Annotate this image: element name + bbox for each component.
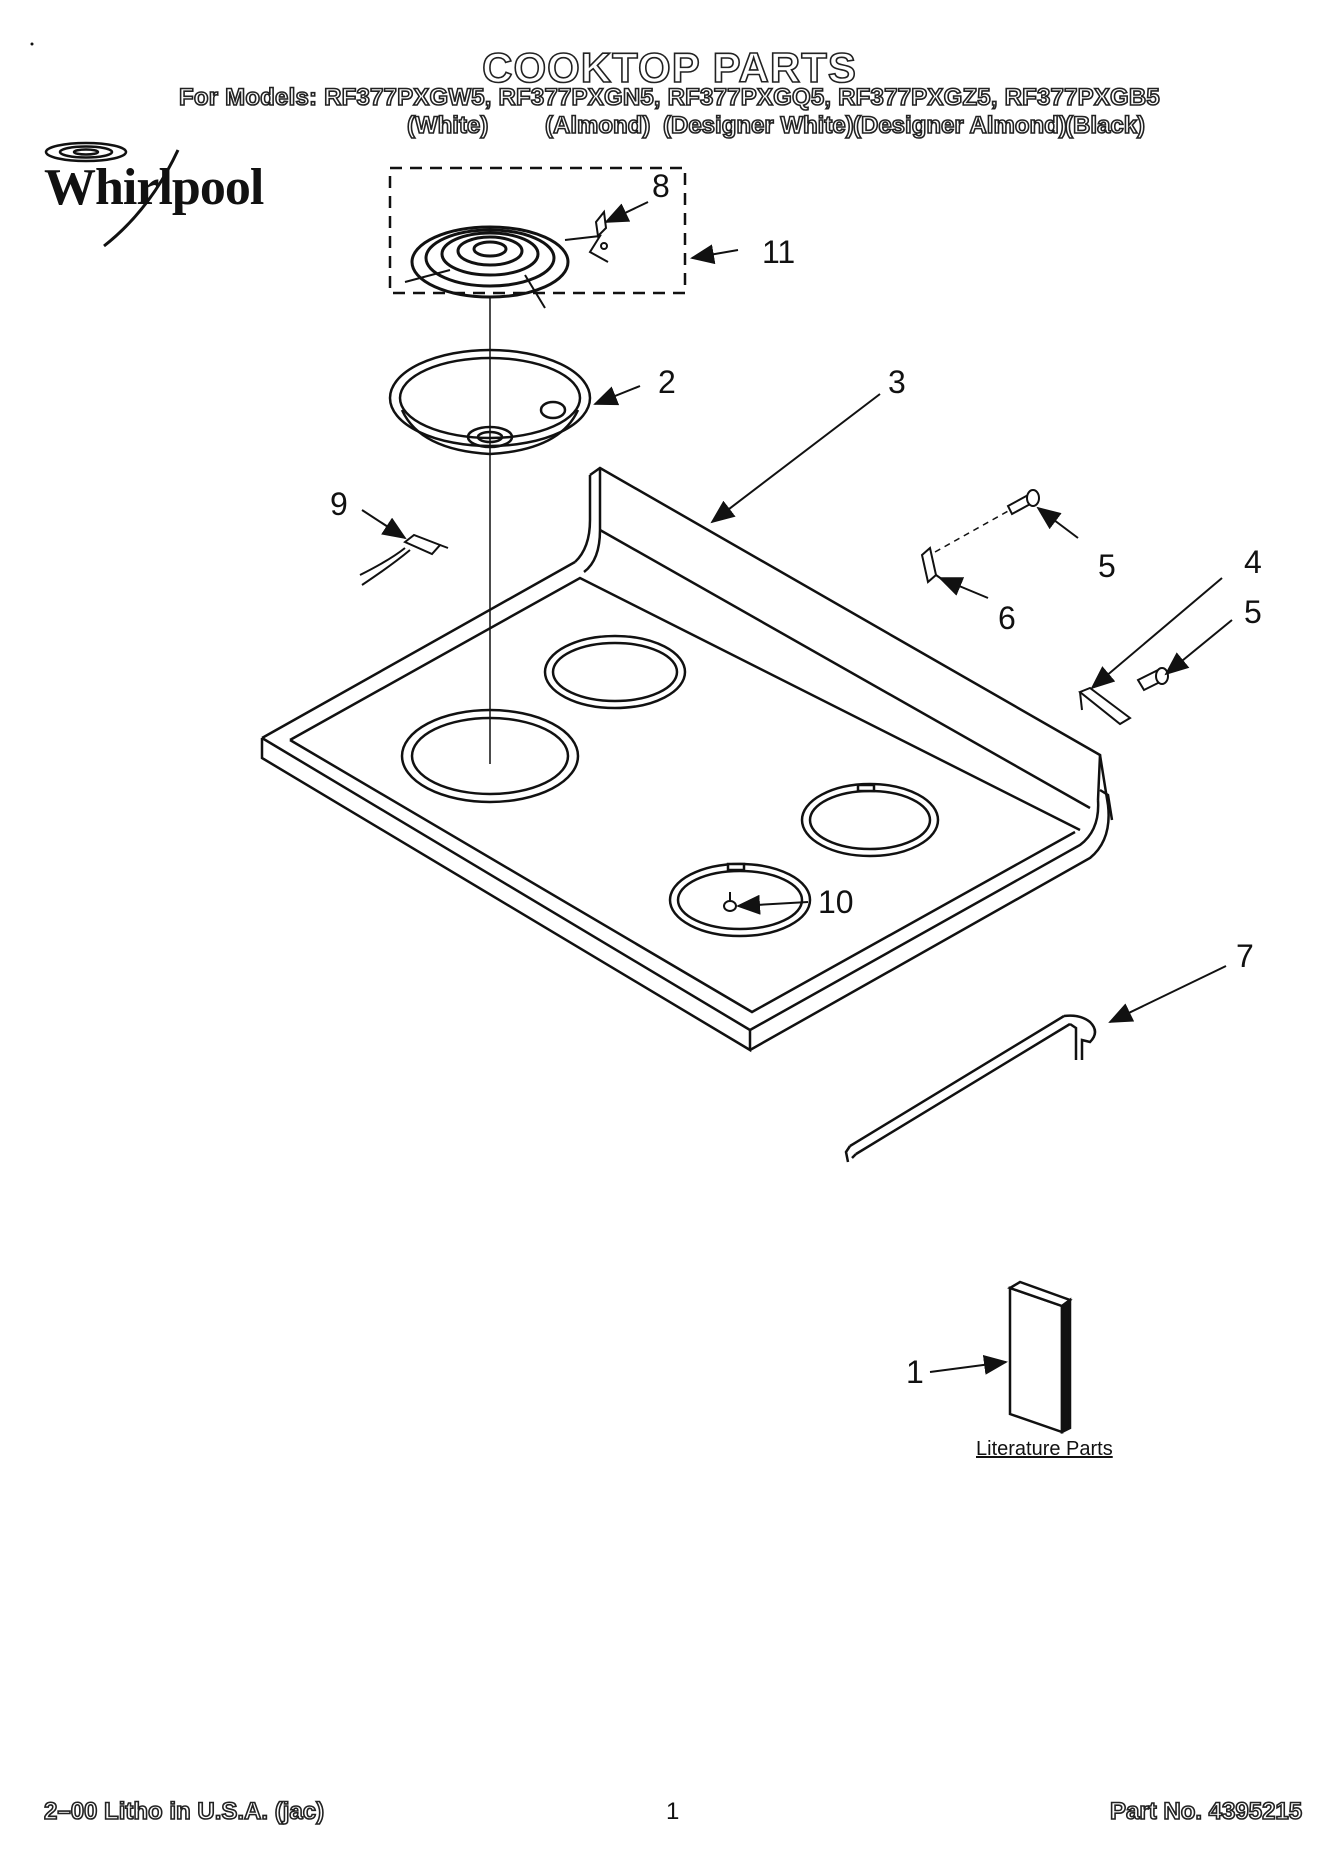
corner-dot <box>30 42 34 46</box>
leader-1 <box>929 1354 1008 1375</box>
receptacle-clip <box>594 209 608 250</box>
part-number: Part No. 4395215 <box>1109 1797 1303 1826</box>
callout-5-lower: 5 <box>1244 594 1262 630</box>
color-designer-almond: (Designer Almond) <box>852 111 1067 140</box>
callout-1: 1 <box>906 1354 924 1390</box>
callout-4: 4 <box>1244 544 1262 580</box>
callout-7: 7 <box>1236 938 1254 974</box>
page-number: 1 <box>666 1798 680 1825</box>
callout-5-upper: 5 <box>1098 548 1116 584</box>
burner-openings <box>400 634 940 938</box>
hinge-rod <box>844 1014 1097 1163</box>
litho-note: 2–00 Litho in U.S.A. (jac) <box>43 1797 325 1826</box>
bracket-4 <box>1078 686 1132 726</box>
models-line: For Models: RF377PXGW5, RF377PXGN5, RF37… <box>178 83 1160 112</box>
leader-4 <box>1090 577 1223 690</box>
callout-11: 11 <box>762 234 796 270</box>
callout-10: 10 <box>818 884 854 920</box>
callout-9: 9 <box>330 486 348 522</box>
leader-11 <box>690 244 739 265</box>
bracket-6 <box>920 546 947 584</box>
color-black: (Black) <box>1064 111 1146 140</box>
leader-7 <box>1108 965 1227 1023</box>
opening-left-rear <box>543 634 687 710</box>
leader-3 <box>710 393 881 524</box>
wire-connector <box>359 533 449 586</box>
leader-6 <box>938 577 989 599</box>
cooktop-panel <box>260 466 1114 1053</box>
opening-left-front <box>400 708 580 804</box>
leader-10 <box>736 894 809 915</box>
color-designer-white: (Designer White) <box>662 111 854 140</box>
surface-element-coil <box>404 225 609 309</box>
literature-booklet <box>1007 1280 1073 1435</box>
screw-10 <box>723 892 737 912</box>
literature-parts-label: Literature Parts <box>976 1438 1113 1460</box>
whirlpool-logo: Whirlpool <box>44 158 264 217</box>
leader-9 <box>361 509 407 540</box>
leader-5-upper <box>1036 506 1079 539</box>
leader-5-lower <box>1164 619 1233 676</box>
callout-6: 6 <box>998 600 1016 636</box>
screw-path-line <box>934 509 1011 553</box>
logo-wordmark: Whirlpool <box>44 159 264 216</box>
color-almond: (Almond) <box>544 111 651 140</box>
leader-lines <box>361 201 1233 1375</box>
surface-element-assembly-box <box>388 166 687 295</box>
opening-right-rear <box>800 782 940 858</box>
color-white: (White) <box>406 111 489 140</box>
leader-2 <box>593 385 641 406</box>
screw-5-upper <box>1006 489 1040 516</box>
callout-8: 8 <box>652 168 670 204</box>
opening-right-front <box>668 862 812 938</box>
screw-5-lower <box>1136 667 1169 692</box>
logo-swirl-icon <box>44 141 180 248</box>
leader-8 <box>604 201 649 223</box>
callout-3: 3 <box>888 364 906 400</box>
callout-2: 2 <box>658 364 676 400</box>
page-title: COOKTOP PARTS <box>481 43 857 92</box>
